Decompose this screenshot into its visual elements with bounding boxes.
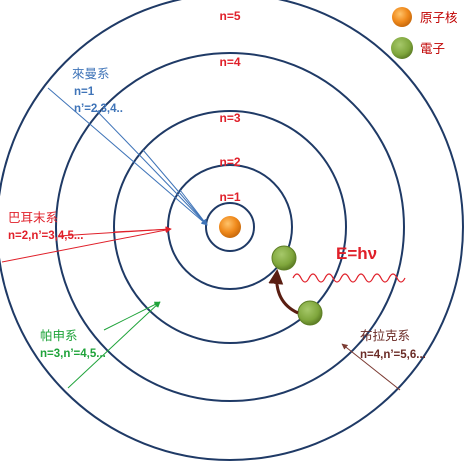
legend-electron-label: 電子 bbox=[420, 41, 445, 56]
paschen-arrow-from-n5 bbox=[67, 301, 161, 389]
orbit-label-n5: n=5 bbox=[219, 9, 240, 23]
photon-wave bbox=[292, 273, 406, 283]
balmer-series-arrows bbox=[1, 226, 172, 263]
orbit-label-n4: n=4 bbox=[219, 55, 240, 69]
lyman-series-arrows bbox=[47, 87, 208, 226]
orbit-n5 bbox=[0, 0, 464, 461]
legend-nucleus-symbol bbox=[392, 7, 412, 27]
electron-n3 bbox=[297, 300, 323, 326]
photon-energy-label: E=hν bbox=[336, 244, 377, 263]
paschen-series-levels: n=3,n’=4,5... bbox=[40, 348, 106, 360]
paschen-series-name: 帕申系 bbox=[40, 328, 78, 343]
legend: 原子核 電子 bbox=[391, 7, 458, 59]
balmer-arrow-from-n3 bbox=[113, 226, 172, 233]
balmer-series-levels: n=2,n’=3,4,5... bbox=[8, 230, 83, 242]
lyman-series-n: n=1 bbox=[74, 86, 95, 98]
lyman-arrow-from-n5 bbox=[47, 87, 208, 226]
orbit-label-n2: n=2 bbox=[219, 155, 240, 169]
balmer-arrow-from-n5 bbox=[1, 227, 172, 263]
orbits bbox=[0, 0, 464, 461]
lyman-series-name: 來曼系 bbox=[72, 66, 110, 81]
lyman-arrow-from-n2 bbox=[179, 189, 208, 226]
lyman-arrow-from-n3 bbox=[142, 149, 208, 226]
legend-nucleus-label: 原子核 bbox=[420, 10, 458, 25]
brackett-arrow-from-n5 bbox=[341, 343, 401, 391]
balmer-series-name: 巴耳末系 bbox=[8, 210, 58, 225]
legend-electron-symbol bbox=[391, 37, 413, 59]
lyman-series-n-prime: n’=2,3,4.. bbox=[74, 103, 123, 115]
orbit-n4 bbox=[55, 52, 405, 402]
lyman-arrow-from-n4 bbox=[95, 109, 208, 226]
brackett-series-levels: n=4,n’=5,6... bbox=[360, 349, 426, 361]
electron-n2 bbox=[271, 245, 297, 271]
nucleus bbox=[219, 216, 241, 238]
paschen-arrow-from-n4 bbox=[103, 301, 161, 331]
electron-transition-arrow bbox=[268, 269, 299, 315]
orbit-label-n1: n=1 bbox=[219, 190, 240, 204]
orbit-n3 bbox=[113, 110, 347, 344]
orbit-n1 bbox=[205, 202, 255, 252]
orbit-label-n3: n=3 bbox=[219, 111, 240, 125]
brackett-series-name: 布拉克系 bbox=[360, 328, 410, 343]
paschen-series-arrows bbox=[67, 301, 161, 389]
